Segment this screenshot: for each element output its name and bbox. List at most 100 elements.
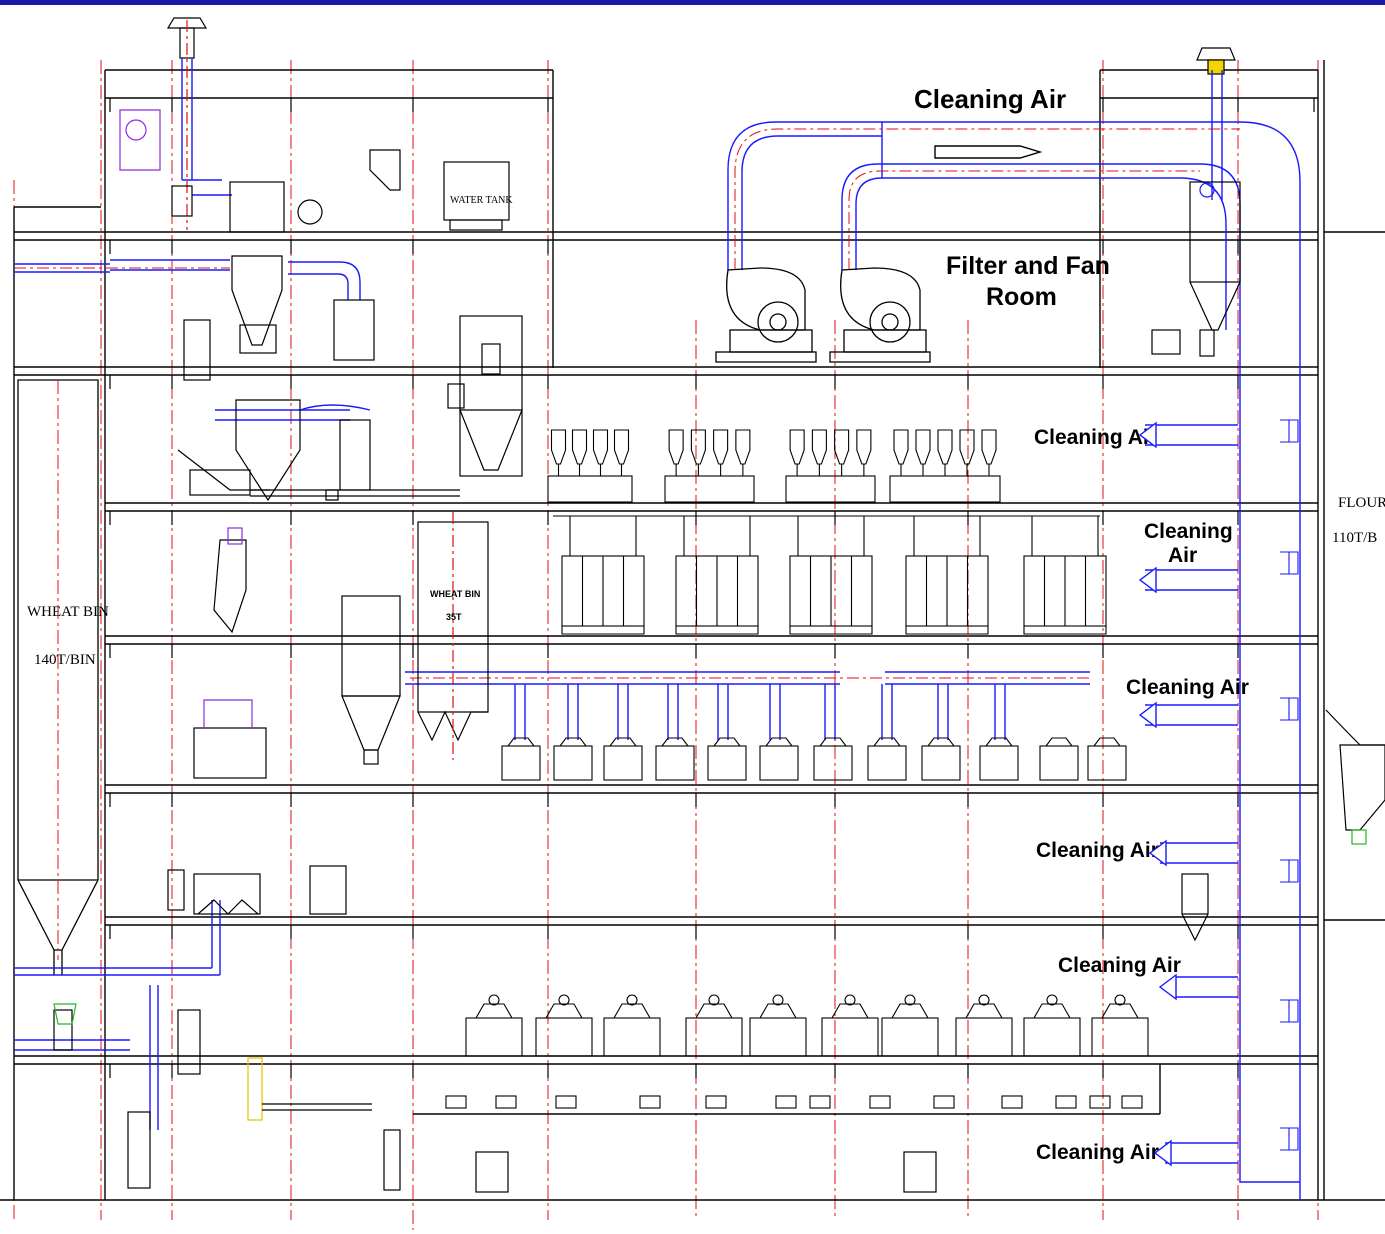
filter-fan-room-label-1: Filter and Fan — [946, 252, 1110, 280]
wheat-bin-left — [17, 379, 99, 975]
conveyor-drive — [705, 1095, 727, 1109]
filter-fan-room-label-2: Room — [986, 283, 1057, 311]
roller-mill-feed — [1114, 994, 1126, 1006]
top-title-bar — [0, 0, 1385, 5]
wheat-bin-mid — [417, 512, 489, 760]
floor-beams — [109, 98, 1315, 1078]
floor2-machines — [167, 865, 1209, 942]
building-structure — [0, 60, 1385, 1201]
purifier-hood — [1093, 737, 1121, 747]
plansifter-outlet — [675, 625, 759, 635]
cleaning-air-floor5-label: Cleaning Air — [1034, 426, 1157, 449]
cyclone-group-upper — [177, 255, 375, 502]
purifier-hood — [713, 737, 741, 747]
cleaning-air-floor4-label-1: Cleaning — [1144, 520, 1233, 543]
conveyor-drive — [1089, 1095, 1111, 1109]
top-floor-equipment — [119, 109, 510, 233]
bag-filter-right — [1151, 181, 1241, 357]
wheat-bin-mid-label: WHEAT BIN — [430, 589, 480, 599]
damper — [1280, 1127, 1299, 1151]
cyclone — [893, 429, 909, 465]
conveyor-drive — [775, 1095, 797, 1109]
cyclone-base — [889, 475, 1001, 503]
plansifter-outlet — [905, 625, 989, 635]
cyclone — [811, 429, 827, 465]
roller-mill-feed — [904, 994, 916, 1006]
roller-mill-hopper — [613, 1003, 651, 1019]
cyclone-rows-floor5 — [547, 429, 1001, 503]
purifier — [707, 745, 747, 781]
roller-mill — [1023, 1017, 1081, 1057]
cyclone — [735, 429, 751, 465]
roller-mill-hopper — [1033, 1003, 1071, 1019]
cyclone — [981, 429, 997, 465]
floor4-left-machine — [213, 527, 247, 634]
roller-mill — [1091, 1017, 1149, 1057]
cleaning-air-floor3-label: Cleaning Air — [1126, 676, 1249, 699]
roller-mill — [955, 1017, 1013, 1057]
wall-dampers — [1280, 419, 1299, 1151]
cyclone-base — [664, 475, 755, 503]
cyclone-floor3 — [341, 595, 401, 765]
cyclone — [834, 429, 850, 465]
hopper-top-mid — [447, 315, 523, 477]
cyclone — [959, 429, 975, 465]
column-centerlines — [13, 60, 1319, 1230]
purifier-hood — [609, 737, 637, 747]
air-duct-network — [14, 58, 1301, 1200]
cleaning-air-floor4-label-2: Air — [1168, 544, 1197, 567]
conveyor-drive — [445, 1095, 467, 1109]
purifier-hood — [819, 737, 847, 747]
roller-mill — [535, 1017, 593, 1057]
conveyor-drive — [1121, 1095, 1143, 1109]
wheat-bin-mid-capacity: 35T — [446, 612, 462, 622]
roller-mill-hopper — [1101, 1003, 1139, 1019]
roller-mill-feed — [978, 994, 990, 1006]
roller-mill-hopper — [891, 1003, 929, 1019]
plansifter-outlet — [789, 625, 873, 635]
roller-mill-feed — [626, 994, 638, 1006]
purifier-hood — [985, 737, 1013, 747]
roller-mills-floor1 — [465, 994, 1149, 1057]
airflow-arrows — [1138, 421, 1177, 1167]
wheat-bin-left-capacity: 140T/BIN — [34, 652, 96, 668]
cyclone — [937, 429, 953, 465]
cyclone — [713, 429, 729, 465]
plansifter-outlet — [561, 625, 645, 635]
cleaning-air-floor1-label: Cleaning Air — [1058, 954, 1181, 977]
purifier — [813, 745, 853, 781]
cleaning-air-floor2-label: Cleaning Air — [1036, 839, 1159, 862]
conveyor-drive — [495, 1095, 517, 1109]
cyclone-base — [547, 475, 633, 503]
damper — [1280, 697, 1299, 721]
damper — [1280, 999, 1299, 1023]
ground-machines — [53, 1003, 937, 1193]
conveyor-floor5 — [250, 489, 460, 501]
conveyor-drive — [639, 1095, 661, 1109]
purifier-hood — [559, 737, 587, 747]
purifier-hood — [873, 737, 901, 747]
plansifter-outlet — [1023, 625, 1107, 635]
damper — [1280, 419, 1299, 443]
purifier — [979, 745, 1019, 781]
purifier-hood — [507, 737, 535, 747]
purifier-hood — [661, 737, 689, 747]
roller-mill-feed — [488, 994, 500, 1006]
roller-mill — [749, 1017, 807, 1057]
purifier — [501, 745, 541, 781]
purifier — [921, 745, 961, 781]
duct-centerlines — [14, 128, 1240, 679]
purifier-hood — [1045, 737, 1073, 747]
underground-conveyors — [445, 1095, 1143, 1109]
wheat-bin-left-label: WHEAT BIN — [27, 604, 109, 620]
purifier-hood — [927, 737, 955, 747]
floor3-left-machine — [193, 699, 267, 779]
roller-mill — [685, 1017, 743, 1057]
roller-mill — [465, 1017, 523, 1057]
roller-mill-hopper — [475, 1003, 513, 1019]
roller-mill-feed — [558, 994, 570, 1006]
roller-mill-hopper — [831, 1003, 869, 1019]
flour-bin-capacity: 110T/B — [1332, 530, 1377, 546]
purifier — [603, 745, 643, 781]
cyclone — [613, 429, 630, 465]
